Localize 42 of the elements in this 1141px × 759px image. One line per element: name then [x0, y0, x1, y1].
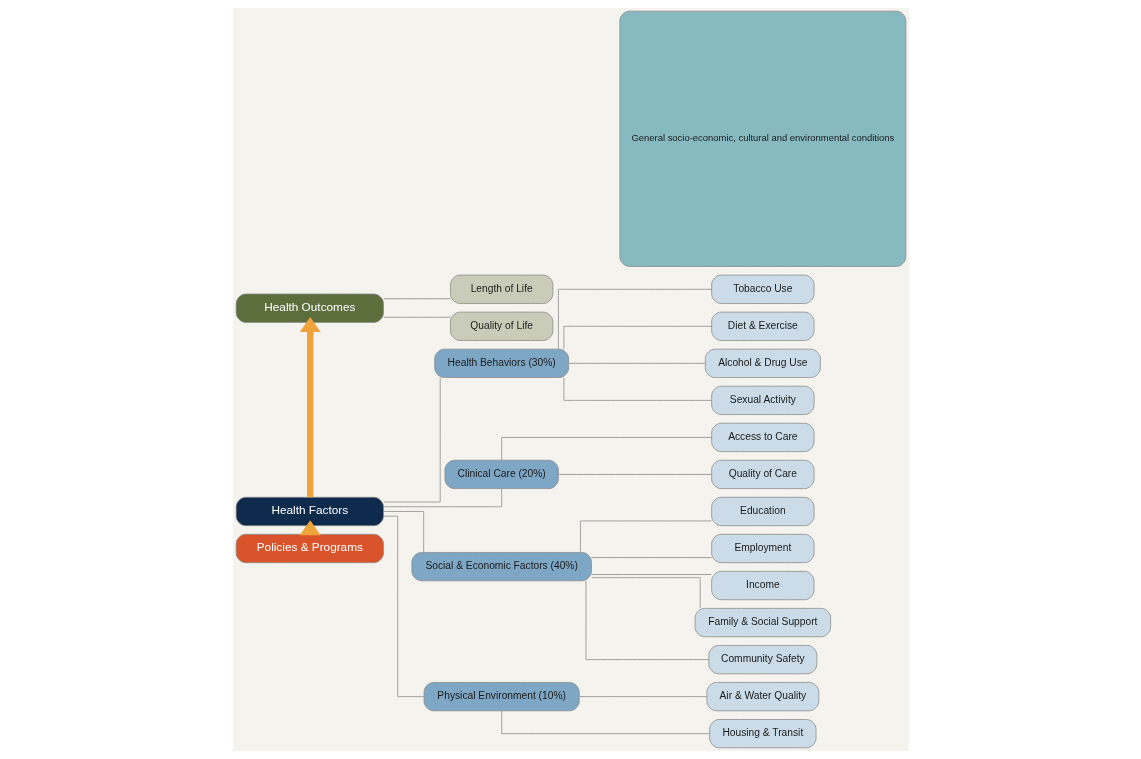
node-box: Access to Care — [710, 422, 814, 452]
node-box: Family & Social Support — [694, 608, 831, 638]
connector — [500, 437, 712, 461]
connector — [382, 298, 451, 300]
node-box: Health Factors — [235, 496, 384, 527]
connector — [382, 316, 451, 318]
node-box: Health Outcomes — [235, 293, 384, 323]
node-box: Income — [710, 570, 814, 601]
node-box: Housing & Transit — [708, 719, 816, 749]
node-box: Air & Water Quality — [706, 682, 819, 712]
node-box: General socio-economic, cultural and environmental conditions — [618, 10, 906, 267]
connector — [585, 580, 709, 660]
node-box: Tobacco Use — [710, 274, 814, 304]
node-box: Community Safety — [708, 645, 817, 675]
node-box: Employment — [710, 533, 814, 564]
connector — [568, 362, 705, 364]
connector — [382, 515, 424, 697]
node-box: Clinical Care (20%) — [444, 459, 559, 489]
node-box: Social & Economic Factors (40%) — [410, 552, 592, 582]
connector — [382, 488, 502, 508]
connector — [590, 574, 712, 575]
node-box: Health Behaviors (30%) — [433, 348, 569, 378]
connector — [382, 377, 441, 503]
connector — [557, 288, 712, 350]
connector — [579, 520, 712, 553]
connector — [382, 511, 424, 553]
connector — [563, 325, 712, 350]
arrow — [299, 316, 321, 498]
node-box: Alcohol & Drug Use — [704, 348, 821, 378]
connector — [500, 710, 710, 735]
node-box: Quality of Life — [449, 311, 553, 341]
connector — [578, 696, 707, 697]
connector — [563, 377, 712, 401]
node-box: Diet & Exercise — [710, 311, 814, 341]
node-box: Length of Life — [449, 274, 553, 304]
node-box: Quality of Care — [710, 459, 814, 489]
node-box: Sexual Activity — [710, 385, 814, 415]
connector — [590, 577, 701, 609]
node-box: Physical Environment (10%) — [423, 682, 580, 712]
node-box: Education — [710, 496, 814, 527]
connector — [590, 557, 712, 558]
connector — [557, 474, 712, 475]
